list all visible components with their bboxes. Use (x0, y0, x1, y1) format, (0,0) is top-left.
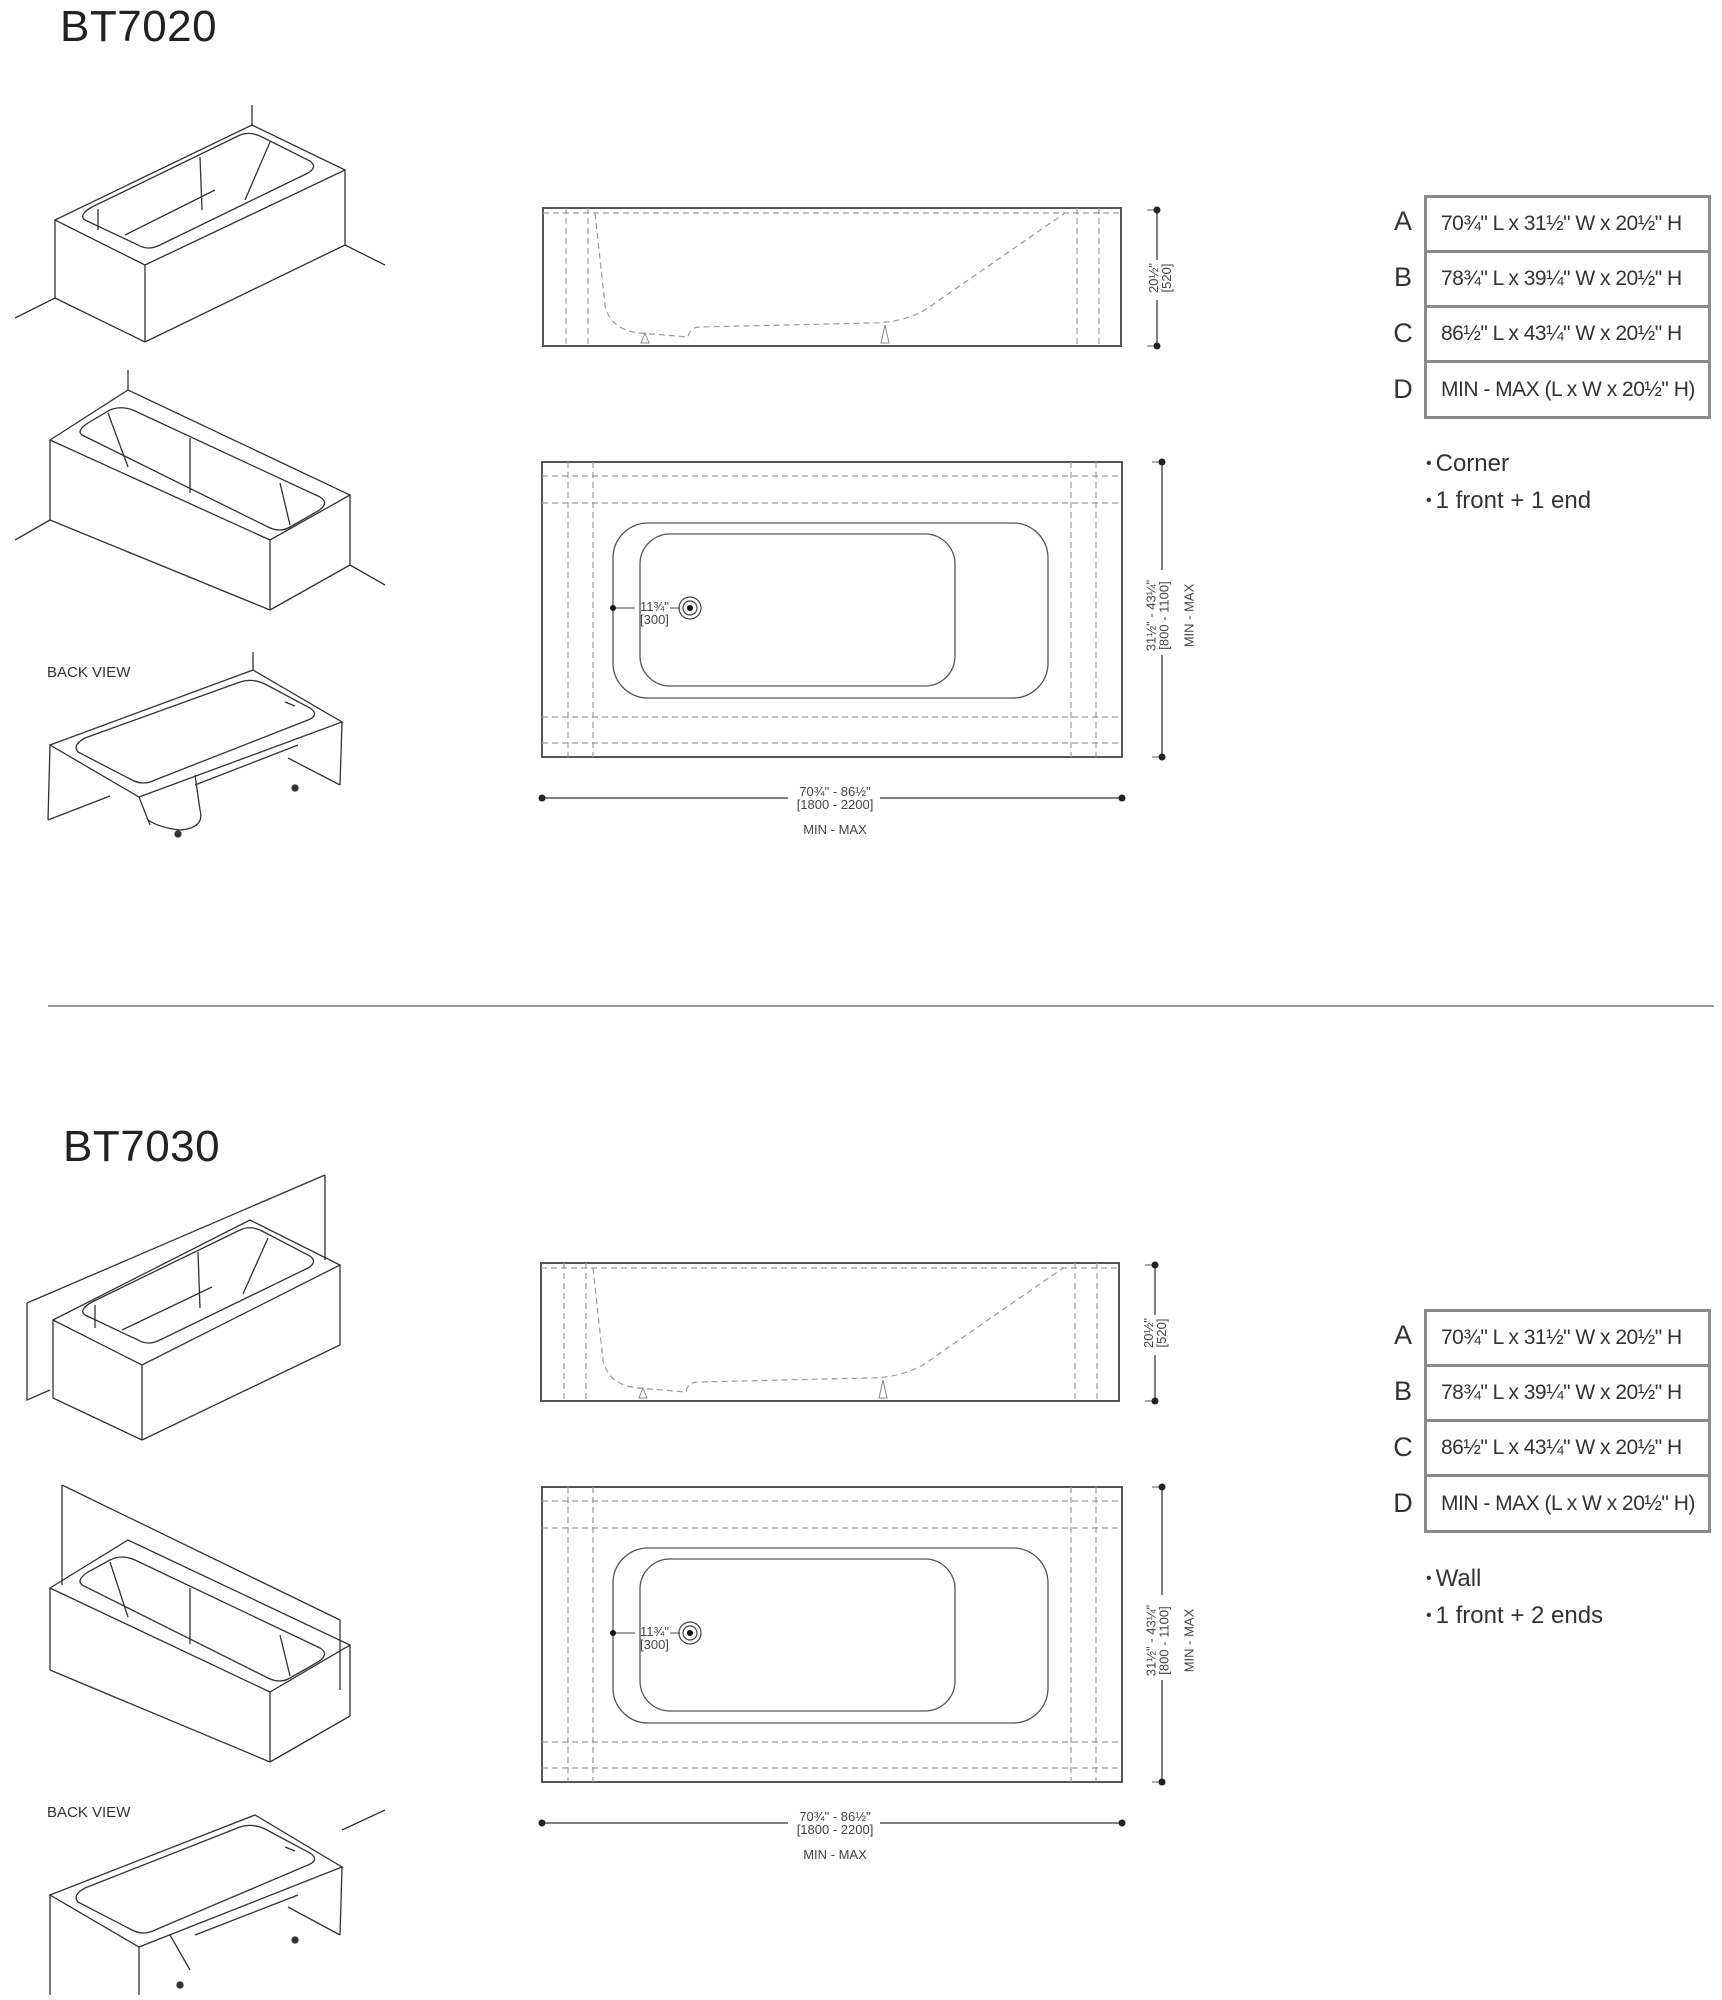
width-dimension-1: 31½" - 43¼" [800 - 1100] MIN - MAX (1144, 546, 1197, 686)
size-letter: B (1393, 262, 1412, 292)
drain-offset-inches: 11¾" (640, 1624, 669, 1639)
height-dimension-2: 20½" [520] (1141, 1303, 1169, 1363)
isometric-view-4 (48, 1484, 352, 1763)
model-title: BT7020 (60, 2, 218, 51)
features-list-1: Corner 1 front + 1 end (1426, 447, 1591, 521)
back-view-label: BACK VIEW (47, 664, 131, 681)
features-list-2: Wall 1 front + 2 ends (1426, 1562, 1603, 1636)
length-dimension-2: 70¾" - 86½" [1800 - 2200] MIN - MAX (760, 1810, 910, 1861)
length-dimension-1: 70¾" - 86½" [1800 - 2200] MIN - MAX (760, 785, 910, 836)
length-dim-note: MIN - MAX (803, 822, 867, 837)
plan-view-2 (538, 1483, 1166, 1827)
width-dim-note: MIN - MAX (1181, 583, 1197, 648)
length-dim-mm: [1800 - 2200] (796, 1822, 874, 1837)
size-option: 86½" L x 43¼" W x 20½" H (1424, 1419, 1711, 1477)
isometric-view-3 (26, 1174, 342, 1441)
drain-offset-2: 11¾" [300] (640, 1625, 669, 1651)
size-option: MIN - MAX (L x W x 20½" H) (1424, 1474, 1711, 1533)
size-letter: D (1393, 374, 1413, 404)
width-dim-mm: [800 - 1100] (1156, 1606, 1172, 1675)
size-letter: A (1393, 1320, 1412, 1350)
size-option: 70¾" L x 31½" W x 20½" H (1424, 195, 1711, 253)
length-dim-note: MIN - MAX (803, 1847, 867, 1862)
size-letter: C (1393, 1432, 1413, 1462)
width-dim-note: MIN - MAX (1181, 1608, 1197, 1673)
feature-item: 1 front + 2 ends (1426, 1599, 1603, 1636)
length-dim-mm: [1800 - 2200] (796, 797, 874, 812)
size-letter: C (1393, 318, 1413, 348)
back-view-drawing-2 (48, 1809, 386, 1995)
size-letter: B (1393, 1376, 1412, 1406)
side-elevation-1 (542, 206, 1161, 350)
size-option: 78¾" L x 39¼" W x 20½" H (1424, 250, 1711, 308)
height-dim-mm: [520] (1159, 263, 1174, 293)
size-option: 70¾" L x 31½" W x 20½" H (1424, 1309, 1711, 1367)
length-dim-inches: 70¾" - 86½" (799, 1809, 871, 1824)
feature-item: 1 front + 1 end (1426, 484, 1591, 521)
width-dimension-2: 31½" - 43¼" [800 - 1100] MIN - MAX (1144, 1571, 1197, 1711)
length-dim-inches: 70¾" - 86½" (799, 784, 871, 799)
size-option: 78¾" L x 39¼" W x 20½" H (1424, 1364, 1711, 1422)
drain-offset-1: 11¾" [300] (640, 600, 669, 626)
isometric-view-1 (14, 105, 386, 343)
plan-view-1 (538, 458, 1166, 802)
size-letter: A (1393, 206, 1412, 236)
isometric-view-2 (14, 370, 386, 611)
height-dim-mm: [520] (1154, 1318, 1169, 1348)
section-divider (48, 1005, 1714, 1007)
drain-offset-mm: [300] (640, 612, 669, 627)
drain-offset-mm: [300] (640, 1637, 669, 1652)
feature-item: Corner (1426, 447, 1591, 484)
side-elevation-2 (540, 1261, 1159, 1405)
size-letter: D (1393, 1488, 1413, 1518)
back-view-label: BACK VIEW (47, 1804, 131, 1821)
back-view-drawing-1 (47, 652, 344, 838)
model-title: BT7030 (63, 1122, 221, 1171)
feature-item: Wall (1426, 1562, 1603, 1599)
size-option: 86½" L x 43¼" W x 20½" H (1424, 305, 1711, 363)
size-option: MIN - MAX (L x W x 20½" H) (1424, 360, 1711, 419)
width-dim-mm: [800 - 1100] (1156, 581, 1172, 650)
height-dimension-1: 20½" [520] (1146, 248, 1174, 308)
drain-offset-inches: 11¾" (640, 599, 669, 614)
